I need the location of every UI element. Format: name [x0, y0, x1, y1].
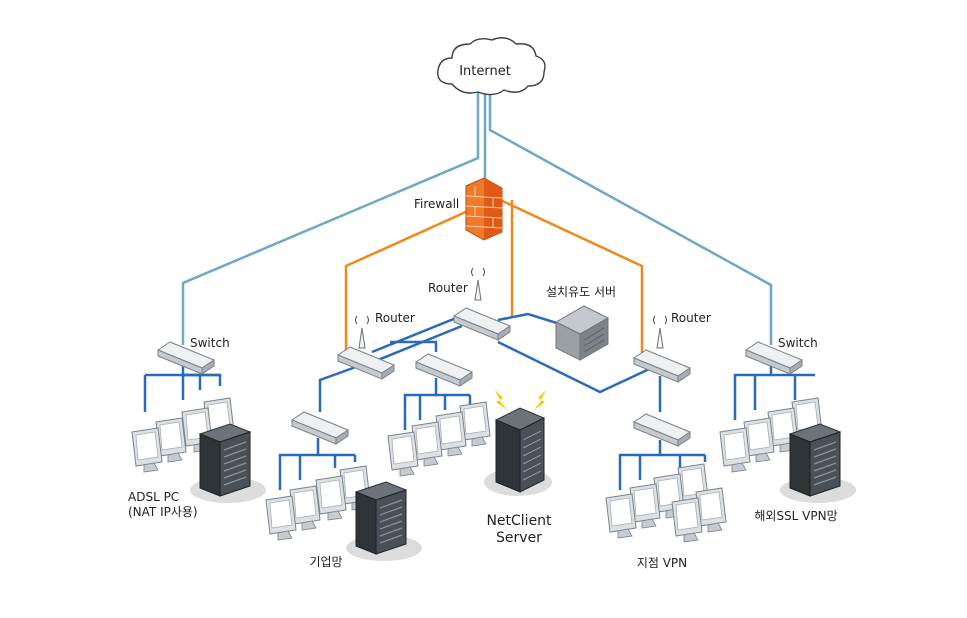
overseas-vpn-group: 해외SSL VPN망: [719, 397, 857, 523]
center-pc-group: [387, 401, 491, 477]
corporate-server: [345, 481, 423, 562]
corporate-group: 기업망: [265, 465, 423, 569]
switch-corporate: [291, 411, 349, 445]
lightning-icon: [495, 390, 507, 410]
switch-center: [415, 353, 473, 387]
branch-vpn-label: 지점 VPN: [637, 556, 687, 570]
lightning-icon: [534, 390, 546, 410]
corporate-label: 기업망: [309, 555, 342, 569]
firewall-links: [344, 196, 644, 356]
install-server-label: 설치유도 서버: [546, 285, 616, 299]
install-server: 설치유도 서버: [546, 285, 616, 361]
firewall-label: Firewall: [414, 197, 459, 211]
netclient-label-line1: NetClient: [486, 513, 552, 529]
internet-links: [181, 92, 773, 345]
branch-vpn-group: 지점 VPN: [605, 463, 727, 570]
switch-branch: [633, 413, 691, 447]
lan-links: [143, 312, 815, 490]
overseas-server: [779, 423, 857, 504]
router-right-label: Router: [671, 311, 711, 325]
internet-cloud: Internet: [437, 37, 546, 96]
adsl-server: [189, 423, 267, 504]
router-left-label: Router: [375, 311, 415, 325]
switch-right-label: Switch: [778, 336, 818, 350]
switch-left-label: Switch: [190, 336, 230, 350]
netclient-label-line2: Server: [496, 530, 542, 546]
overseas-vpn-label: 해외SSL VPN망: [754, 509, 837, 523]
router-left: Router: [337, 311, 415, 380]
router-right: Router: [633, 311, 711, 383]
firewall: Firewall: [414, 177, 503, 241]
router-top-label: Router: [428, 281, 468, 295]
switch-left: Switch: [157, 336, 230, 375]
adsl-label-line1: ADSL PC: [128, 490, 179, 504]
switch-right: Switch: [745, 336, 818, 375]
adsl-label-line2: (NAT IP사용): [128, 505, 198, 519]
adsl-pc-group: ADSL PC (NAT IP사용): [128, 397, 267, 519]
internet-label: Internet: [459, 64, 511, 79]
netclient-server: NetClient Server: [484, 390, 552, 546]
router-top: Router: [428, 267, 511, 341]
